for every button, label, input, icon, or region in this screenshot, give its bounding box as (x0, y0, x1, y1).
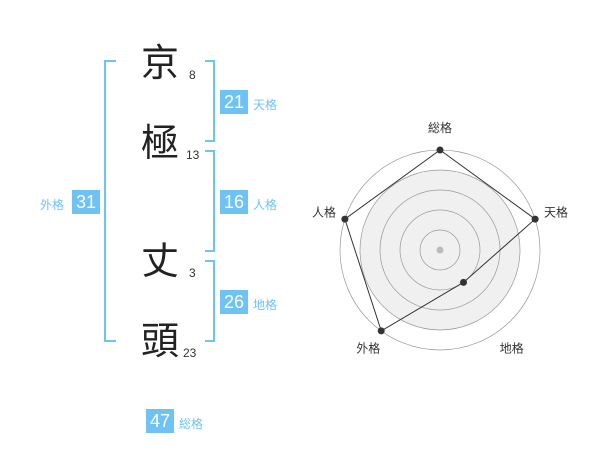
gaikaku-label: 外格 (40, 198, 65, 212)
name-char-1: 京 (141, 41, 180, 85)
radar-point-3 (460, 278, 468, 286)
jinkaku-bracket (205, 150, 215, 252)
stroke-count-3: 3 (189, 266, 196, 280)
jinkaku-value-badge: 16 (220, 190, 248, 214)
radar-value-polygon (344, 149, 536, 332)
radar-point-4 (377, 327, 385, 335)
radar-point-1 (436, 146, 444, 154)
name-char-2: 極 (141, 121, 180, 165)
radar-axis-label-3: 地格 (500, 341, 524, 356)
gaikaku-value-badge: 31 (72, 190, 100, 214)
tenkaku-value-badge: 21 (220, 90, 248, 114)
radar-ring-1 (419, 229, 461, 271)
gaikaku-bracket (104, 60, 116, 342)
chikaku-value-badge: 26 (220, 290, 248, 314)
tenkaku-bracket (205, 60, 215, 142)
stroke-count-1: 8 (189, 68, 196, 82)
radar-axis-label-2: 天格 (544, 204, 568, 219)
radar-point-5 (341, 215, 349, 223)
radar-axis-label-1: 総格 (428, 120, 452, 135)
radar-point-2 (531, 215, 539, 223)
tenkaku-label: 天格 (253, 98, 278, 112)
radar-axis-label-5: 人格 (312, 204, 336, 219)
radar-ring-4 (359, 169, 521, 331)
name-char-3: 丈 (141, 239, 180, 283)
radar-center-dot (436, 246, 444, 254)
stroke-count-4: 23 (183, 346, 197, 360)
jinkaku-label: 人格 (253, 198, 278, 212)
chikaku-bracket (205, 260, 215, 342)
stroke-count-2: 13 (186, 148, 200, 162)
radar-ring-2 (399, 209, 481, 291)
radar-axis-label-4: 外格 (356, 341, 380, 356)
soukaku-label: 総格 (179, 417, 204, 431)
name-char-4: 頭 (141, 319, 180, 363)
chikaku-label: 地格 (253, 298, 278, 312)
soukaku-value-badge: 47 (146, 409, 174, 433)
